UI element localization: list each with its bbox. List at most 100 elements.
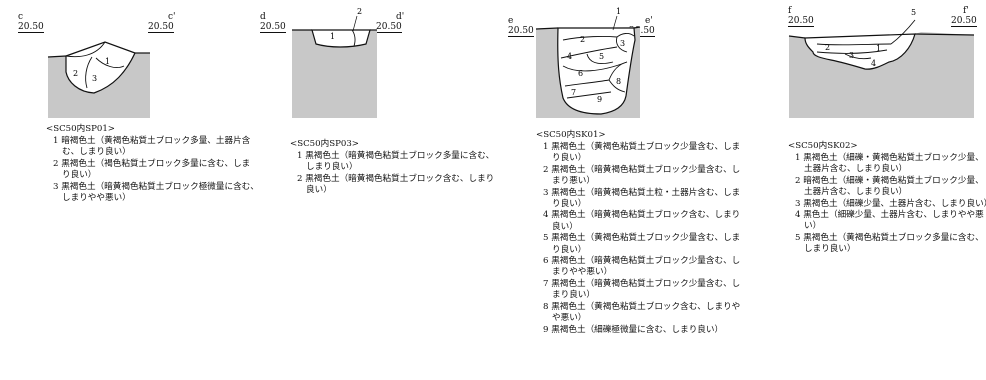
section-f-legend: 1 黒褐色土（細礫・黄褐色粘質土ブロック少量、土器片含む、しまり良い） 2 暗褐…	[790, 153, 986, 256]
legend-item: 3 黒褐色土（暗黄褐色粘質土ブロック極微量に含む、しまりやや悪い）	[53, 181, 259, 204]
section-e-layer-boundary	[608, 79, 626, 93]
legend-item: 5 黒褐色土（黄褐色粘質土ブロック少量含む、しまり良い）	[543, 233, 741, 255]
section-c-legend: 1 暗褐色土（黄褐色粘質土ブロック多量、土器片含む、しまり良い） 2 黒褐色土（…	[48, 136, 259, 204]
section-e: e 20.50 e' 20.50 1 2 3 4 5 6 7 8 9 <SC50…	[505, 0, 765, 380]
section-d-caption: <SC50内SP03>	[290, 139, 359, 149]
legend-item: 4 黒褐色土（暗黄褐色粘質土ブロック含む、しまり良い）	[543, 210, 741, 232]
section-f-ground-line	[914, 33, 975, 36]
section-e-layer-number: 4	[567, 52, 572, 61]
section-e-left-label: e	[508, 16, 514, 26]
legend-item: 6 黒褐色土（暗黄褐色粘質土ブロック少量含む、しまりやや悪い）	[543, 256, 741, 278]
section-e-layer-number: 3	[620, 39, 625, 48]
section-e-layer-number: 2	[580, 35, 585, 44]
section-c-right-level: 20.50	[148, 22, 174, 33]
section-e-layer-boundary	[564, 79, 610, 87]
section-f-profile: 5 1 2 3 4	[788, 8, 975, 118]
section-c-layer-number: 2	[73, 69, 78, 78]
section-f-layer-number: 5	[911, 8, 916, 17]
section-c-pit-outline	[65, 41, 136, 94]
legend-item: 3 黒褐色土（細礫少量、土器片含む、しまり良い）	[795, 198, 986, 209]
legend-item: 3 黒褐色土（暗黄褐色粘質土粒・土器片含む、しまり良い）	[543, 187, 741, 210]
section-d-right-level: 20.50	[376, 22, 402, 33]
section-c: c 20.50 c' 20.50 1 2 3 <SC50内SP01> 1 暗褐色…	[0, 0, 260, 380]
section-d-leader-line	[352, 15, 358, 32]
section-c-layer-number: 1	[105, 57, 110, 66]
section-d: d 20.50 d' 20.50 1 2 <SC50内SP03> 1 黒褐色土（…	[260, 0, 510, 380]
section-e-caption: <SC50内SK01>	[536, 130, 606, 140]
section-e-layer-number: 9	[597, 95, 602, 104]
section-e-ground-line	[535, 27, 559, 30]
section-c-layer-boundary	[95, 57, 125, 69]
section-d-ground	[292, 30, 377, 118]
legend-item: 2 黒褐色土（暗黄褐色粘質土ブロック含む、しまり良い）	[297, 173, 495, 196]
section-e-layer-number: 5	[599, 52, 604, 61]
section-e-layer-number: 7	[571, 88, 576, 97]
section-e-layer-number: 6	[578, 69, 583, 78]
legend-item: 9 黒褐色土（細礫極微量に含む、しまり良い）	[543, 324, 724, 335]
section-c-layer-boundary	[85, 56, 93, 89]
section-e-legend: 1 黒褐色土（黄褐色粘質土ブロック少量含む、しまり良い） 2 黒褐色土（暗黄褐色…	[538, 142, 758, 336]
section-f-layer-boundary	[844, 53, 872, 60]
legend-item: 1 黒褐色土（黄褐色粘質土ブロック少量含む、しまり良い）	[543, 142, 741, 164]
section-e-layer-boundary	[616, 36, 628, 53]
section-f-pit-outline	[804, 33, 916, 70]
section-c-left-level: 20.50	[18, 22, 44, 33]
section-e-layer-number: 8	[616, 77, 621, 86]
legend-item: 2 黒褐色土（褐色粘質土ブロック多量に含む、しまり良い）	[53, 158, 251, 181]
legend-item: 4 黒色土（細礫少量、土器片含む、しまりやや悪い）	[795, 210, 984, 232]
section-d-layer-boundary	[351, 29, 356, 47]
section-e-ground-line	[633, 26, 641, 29]
section-c-right-label: c'	[168, 12, 176, 22]
section-f-layer-boundary	[816, 43, 892, 46]
legend-item: 5 黒褐色土（黄褐色粘質土ブロック多量に含む、しまり良い）	[795, 232, 984, 255]
section-e-pit-outline	[557, 27, 636, 115]
section-d-left-label: d	[260, 12, 266, 22]
section-d-left-level: 20.50	[260, 22, 286, 33]
section-e-layer-boundary	[560, 46, 618, 59]
legend-item: 7 黒褐色土（暗黄褐色粘質土ブロック少量含む、しまり良い）	[543, 278, 741, 301]
section-e-layer-boundary	[562, 61, 628, 72]
section-e-layer-number: 1	[616, 7, 621, 16]
section-f-layer-number: 4	[871, 59, 876, 68]
section-e-layer-boundary	[608, 61, 628, 81]
section-c-profile: 1 2 3	[47, 41, 150, 118]
section-f-ground-line	[788, 35, 806, 39]
section-d-legend: 1 黒褐色土（暗黄褐色粘質土ブロック多量に含む、しまり良い） 2 黒褐色土（暗黄…	[292, 151, 502, 197]
legend-item: 1 黒褐色土（暗黄褐色粘質土ブロック多量に含む、しまり良い）	[297, 151, 495, 173]
legend-item: 2 黒褐色土（暗黄褐色粘質土ブロック少量含む、しまり悪い）	[543, 164, 741, 187]
section-f-right-label: f'	[963, 6, 969, 16]
section-d-right-label: d'	[396, 12, 405, 22]
section-f-caption: <SC50内SK02>	[788, 141, 858, 151]
section-d-profile: 1 2	[292, 7, 377, 118]
section-f-layer-boundary	[890, 19, 916, 45]
section-f: f 20.50 f' 20.50 5 1 2 3 4 <SC50内SK02> 1…	[765, 0, 986, 380]
legend-item: 2 暗褐色土（細礫・黄褐色粘質土ブロック少量、土器片含む、しまり良い）	[795, 175, 984, 198]
section-f-layer-number: 1	[876, 44, 881, 53]
section-f-left-label: f	[788, 6, 792, 16]
legend-item: 1 黒褐色土（細礫・黄褐色粘質土ブロック少量、土器片含む、しまり良い）	[795, 153, 984, 175]
section-c-layer-boundary	[65, 41, 106, 58]
section-e-right-label: e'	[645, 16, 653, 26]
section-e-right-level: 20.50	[629, 26, 655, 37]
section-f-left-level: 20.50	[788, 16, 814, 27]
section-e-layer-boundary	[562, 36, 618, 41]
section-c-ground-line	[47, 55, 67, 58]
legend-item: 8 黒褐色土（黄褐色粘質土ブロック含む、しまりやや悪い）	[543, 301, 741, 324]
section-f-layer-boundary	[816, 49, 888, 54]
section-d-layer-number: 1	[330, 32, 335, 41]
section-f-layer-number: 3	[849, 51, 854, 60]
section-c-caption: <SC50内SP01>	[46, 124, 115, 134]
section-c-left-label: c	[18, 12, 24, 22]
section-d-layer-number: 2	[357, 7, 362, 16]
legend-item: 1 暗褐色土（黄褐色粘質土ブロック多量、土器片含む、しまり良い）	[53, 136, 251, 158]
section-e-layer-boundary	[616, 33, 635, 38]
section-c-layer-number: 3	[92, 74, 97, 83]
section-f-right-level: 20.50	[951, 16, 977, 27]
section-e-profile: 1 2 3 4 5 6 7 8 9	[535, 7, 641, 118]
section-e-layer-boundary	[586, 53, 614, 65]
section-f-layer-number: 2	[825, 43, 830, 52]
section-e-leader-line	[612, 15, 618, 31]
section-d-pit-outline	[311, 29, 371, 48]
section-e-layer-boundary	[566, 91, 612, 99]
section-e-left-level: 20.50	[508, 26, 534, 37]
